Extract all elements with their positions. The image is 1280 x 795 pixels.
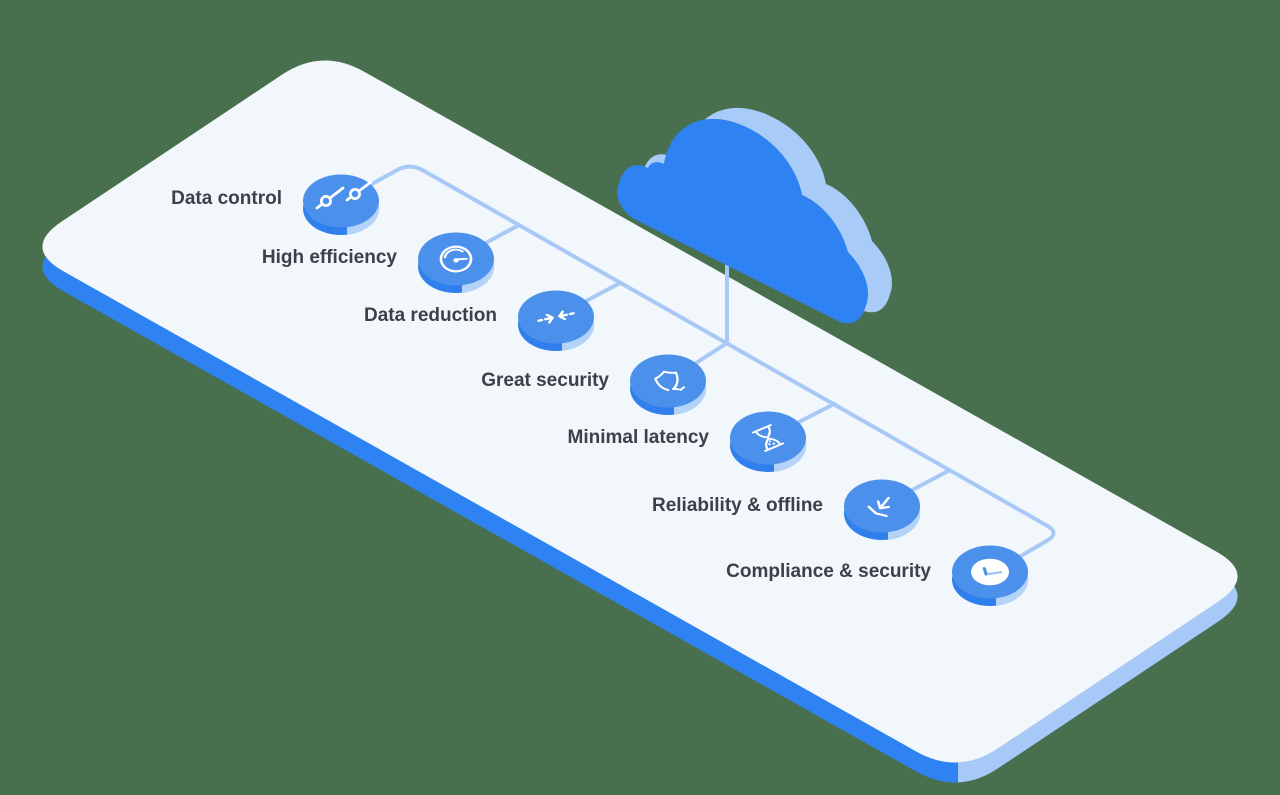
feature-data-control: Data control	[171, 174, 380, 235]
icon-face	[630, 354, 706, 408]
hourglass-glyph	[751, 424, 785, 452]
download-arrow-glyph	[867, 496, 890, 518]
sliders-icon	[303, 174, 380, 235]
clock-icon	[952, 545, 1029, 606]
connector-spine	[339, 164, 1056, 576]
feature-label: Reliability & offline	[652, 495, 823, 516]
feature-label: Minimal latency	[568, 427, 710, 448]
feature-minimal-latency: Minimal latency	[568, 411, 807, 472]
clock-glyph	[971, 558, 1009, 586]
hourglass-icon	[730, 411, 807, 472]
feature-great-security: Great security	[481, 354, 707, 415]
feature-data-reduction: Data reduction	[364, 290, 595, 351]
compress-arrows-glyph	[537, 310, 575, 324]
feature-label: Data reduction	[364, 305, 497, 326]
speedometer-glyph	[439, 245, 473, 273]
speedometer-icon	[418, 232, 495, 293]
sliders-glyph	[315, 180, 373, 210]
download-arrow-icon	[844, 479, 921, 540]
shield-sync-glyph	[654, 370, 686, 392]
feature-label: High efficiency	[262, 247, 398, 268]
icon-face	[303, 174, 379, 228]
feature-compliance-security: Compliance & security	[726, 545, 1029, 606]
feature-label: Great security	[481, 370, 609, 391]
feature-reliability-offline: Reliability & offline	[652, 479, 921, 540]
feature-high-efficiency: High efficiency	[262, 232, 495, 293]
icon-face	[518, 290, 594, 344]
shield-sync-icon	[630, 354, 707, 415]
feature-label: Data control	[171, 188, 282, 209]
feature-label: Compliance & security	[726, 561, 931, 582]
compress-arrows-icon	[518, 290, 595, 351]
